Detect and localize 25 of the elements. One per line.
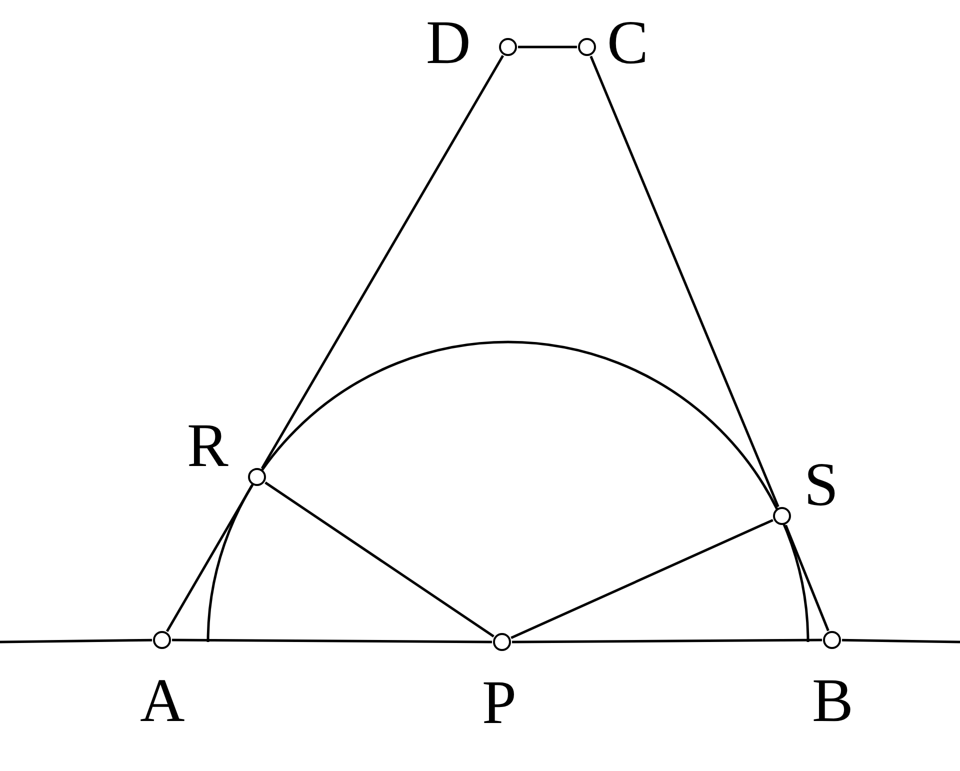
point-marker <box>493 633 511 651</box>
point-marker <box>773 507 791 525</box>
point-label: A <box>140 670 185 732</box>
point-label: D <box>426 12 471 74</box>
line-segment <box>166 485 254 632</box>
line-segment <box>264 482 494 638</box>
point-marker <box>248 468 266 486</box>
line-segment <box>518 46 577 48</box>
point-marker <box>823 631 841 649</box>
point-label: S <box>804 454 838 516</box>
line-segment <box>510 518 774 640</box>
line-segment <box>512 638 822 644</box>
point-label: B <box>812 670 854 732</box>
line-segment <box>172 638 492 644</box>
point-label: C <box>607 12 648 74</box>
point-label: R <box>187 415 228 477</box>
line-segment <box>0 638 152 644</box>
line-segment <box>260 55 504 469</box>
point-marker <box>578 38 596 56</box>
point-marker <box>499 38 517 56</box>
line-segment <box>842 638 960 644</box>
line-segment <box>784 524 830 632</box>
line-segment <box>590 56 780 508</box>
point-label: P <box>482 672 516 734</box>
point-marker <box>153 631 171 649</box>
